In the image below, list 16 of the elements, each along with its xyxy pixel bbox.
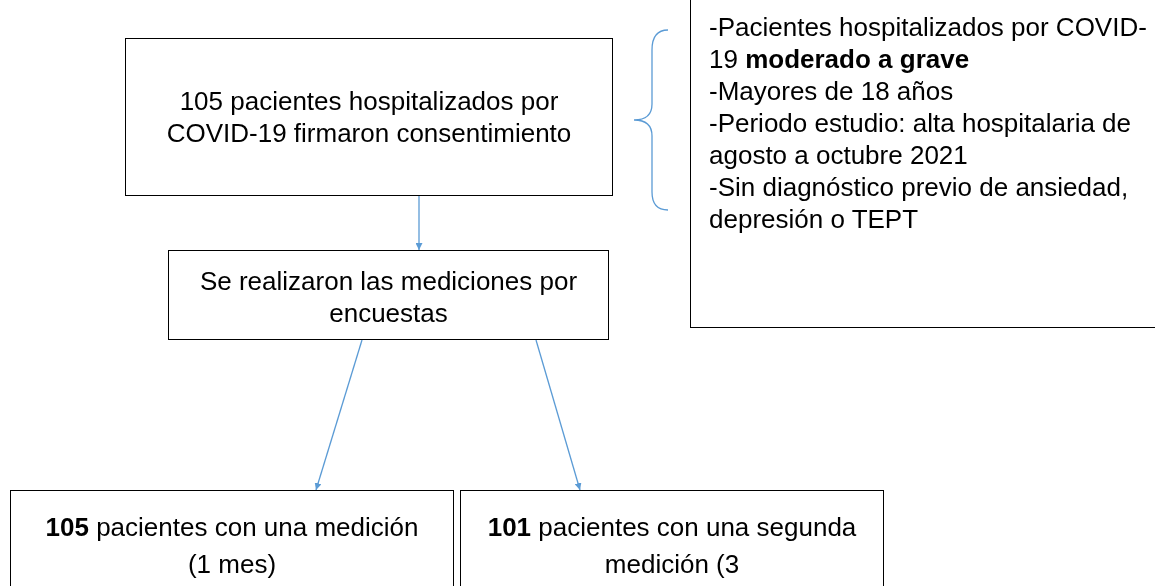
box-text: -Pacientes hospitalizados por COVID-19 moderado a grave: [709, 11, 1148, 75]
box-text: 105 pacientes con una medición (1 mes): [44, 511, 420, 581]
arrow: [535, 339, 582, 491]
process-box: [125, 38, 613, 196]
box-text: 105 pacientes hospitalizados por COVID-19 firmaron consentimiento: [165, 85, 573, 149]
box-text: 101 pacientes con una segunda medición (3: [486, 511, 858, 581]
box-text: -Sin diagnóstico previo de ansiedad, depresión o TEPT: [709, 171, 1130, 235]
box-text: -Mayores de 18 años: [709, 75, 954, 107]
box-text: -Periodo estudio: alta hospitalaria de agosto a octubre 2021: [709, 107, 1133, 171]
process-box: [460, 490, 884, 586]
box-text: Se realizaron las mediciones por encuestas: [198, 265, 579, 329]
process-box: [10, 490, 454, 586]
arrow: [314, 339, 363, 491]
process-box: [168, 250, 609, 340]
process-box: [690, 0, 1155, 328]
arrow: [415, 195, 423, 251]
